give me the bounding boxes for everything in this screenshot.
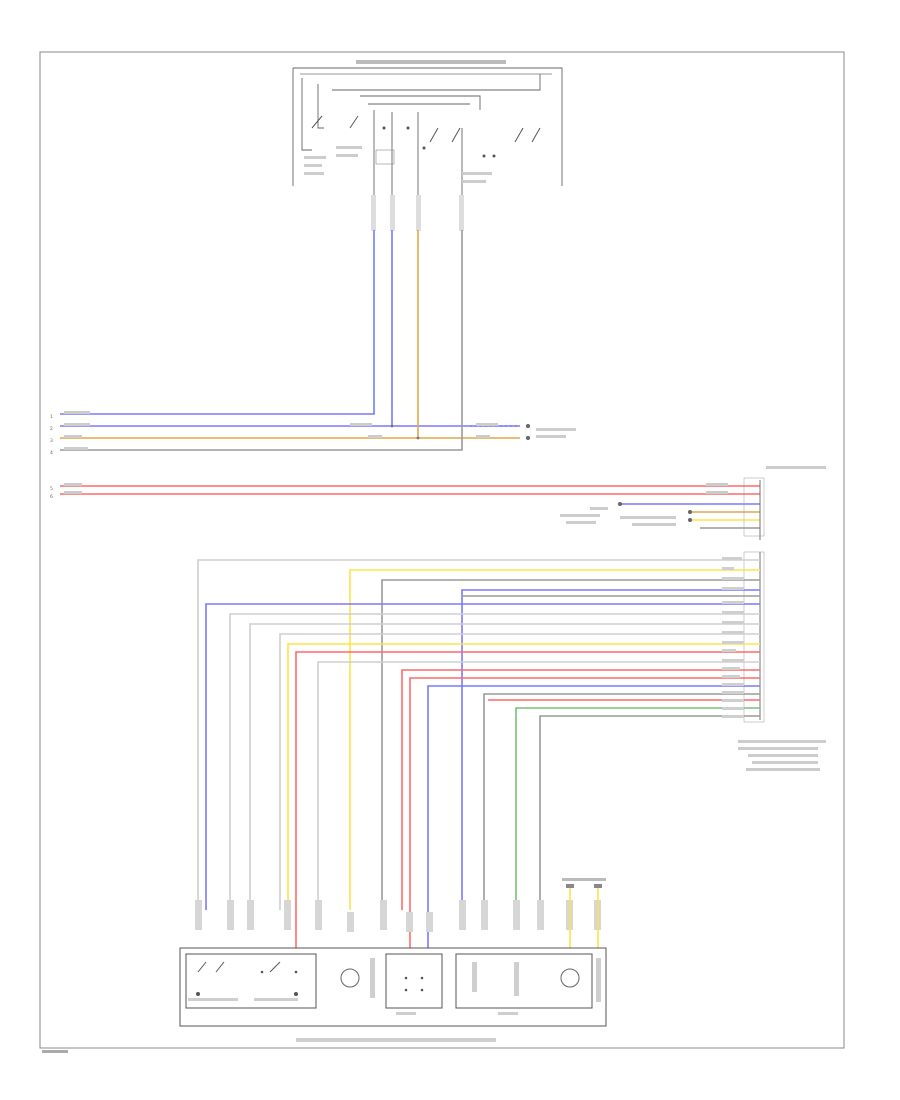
svg-text:6: 6 (50, 494, 53, 500)
lower-harness (197, 557, 760, 948)
diagram-frame (39, 51, 845, 1049)
svg-text:2: 2 (50, 426, 53, 432)
svg-text:1: 1 (50, 414, 53, 420)
top-switch-assembly (292, 60, 563, 231)
svg-text:3: 3 (50, 438, 53, 444)
bottom-assembly (179, 878, 607, 1042)
power-feed: 5 6 (50, 483, 760, 500)
motor-icon (340, 968, 580, 988)
switch-icon (311, 115, 541, 158)
switch-icon (196, 961, 424, 996)
upper-harness: 1 2 3 4 (50, 230, 576, 456)
side-signals (560, 466, 826, 529)
connector-icon (371, 195, 464, 231)
ground-icon (562, 878, 606, 948)
svg-text:4: 4 (50, 450, 53, 456)
svg-text:5: 5 (50, 486, 53, 492)
